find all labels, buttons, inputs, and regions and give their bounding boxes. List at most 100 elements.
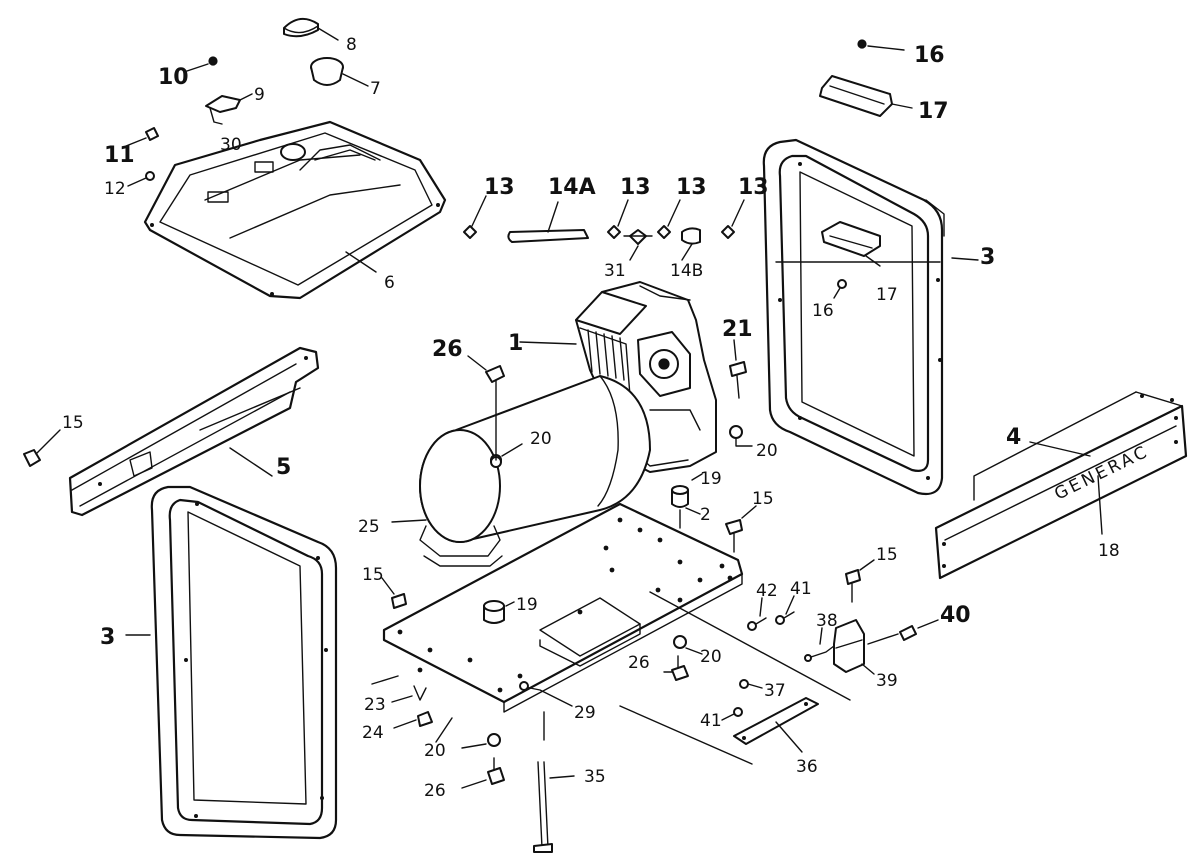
label-14b: 14B	[670, 261, 703, 281]
label-20-base: 20	[700, 647, 722, 667]
side-rail-5	[68, 346, 320, 517]
hose-14b	[681, 227, 701, 261]
bolt-26-top	[467, 355, 505, 461]
label-13-a: 13	[484, 175, 515, 200]
washer-20-bottom	[461, 733, 501, 749]
screw-15-left	[23, 429, 61, 467]
screw-15-right	[845, 559, 875, 603]
wire-38	[804, 627, 835, 662]
nut-41-b	[721, 707, 743, 721]
fuel-strainer-7	[310, 57, 369, 87]
screw-15-mid	[381, 577, 407, 609]
nut-10	[183, 56, 218, 73]
washer-20-engine	[729, 425, 753, 447]
bolt-26-base	[663, 655, 689, 681]
label-14a: 14A	[548, 175, 596, 200]
label-20-engine: 20	[756, 441, 778, 461]
clip-13-a	[463, 195, 487, 239]
clip-13-b	[607, 199, 629, 239]
label-18: 18	[1098, 541, 1120, 561]
label-38: 38	[816, 611, 838, 631]
label-20-gen: 20	[530, 429, 552, 449]
label-12: 12	[104, 179, 126, 199]
label-35: 35	[584, 767, 606, 787]
label-21: 21	[722, 317, 753, 342]
label-15-right: 15	[876, 545, 898, 565]
label-19-base: 19	[516, 595, 538, 615]
label-17-panel: 17	[876, 285, 898, 305]
label-29: 29	[574, 703, 596, 723]
bracket-9	[205, 93, 253, 125]
label-5: 5	[276, 455, 291, 480]
label-26-bottom: 26	[424, 781, 446, 801]
label-7: 7	[370, 79, 381, 99]
clip-13-c	[657, 199, 681, 239]
screw-15-center	[725, 505, 757, 553]
screw-16-panel	[833, 279, 847, 299]
clamp-23	[391, 685, 427, 703]
hose-14a	[507, 201, 589, 243]
engine-1	[519, 281, 717, 473]
label-15-mid: 15	[362, 565, 384, 585]
label-19-top: 19	[700, 469, 722, 489]
label-20-bottom: 20	[424, 741, 446, 761]
strap-36	[733, 697, 819, 753]
label-4: 4	[1006, 425, 1021, 450]
bolt-21	[729, 339, 747, 399]
label-11: 11	[104, 143, 135, 168]
frame-3-right	[762, 138, 945, 496]
screw-42	[747, 597, 767, 631]
label-41-b: 41	[700, 711, 722, 731]
washer-20-base	[673, 635, 703, 655]
screw-37	[739, 679, 763, 689]
bracket-39	[833, 619, 875, 675]
strap-29	[519, 681, 573, 707]
label-15-left: 15	[62, 413, 84, 433]
label-24: 24	[362, 723, 384, 743]
screw-11	[125, 127, 159, 147]
handle-17-panel	[821, 221, 881, 267]
cable-lines	[371, 591, 851, 765]
label-37: 37	[764, 681, 786, 701]
label-13-b: 13	[620, 175, 651, 200]
label-3-right: 3	[980, 245, 995, 270]
label-23: 23	[364, 695, 386, 715]
bolt-26-bottom	[461, 757, 505, 789]
label-39: 39	[876, 671, 898, 691]
base-plate-2	[382, 502, 744, 713]
label-13-c: 13	[676, 175, 707, 200]
part-labels: 8 7 10 9 11 12 30 6 13 14A 13 13 13 31 1…	[62, 35, 1120, 801]
alternator-25	[391, 375, 651, 567]
label-17-top: 17	[918, 99, 949, 124]
bolt-40	[867, 619, 939, 645]
leader-lines	[125, 251, 1103, 636]
label-42: 42	[756, 581, 778, 601]
screw-16-top	[857, 39, 905, 51]
label-6: 6	[384, 273, 395, 293]
label-36: 36	[796, 757, 818, 777]
label-16-panel: 16	[812, 301, 834, 321]
label-30: 30	[220, 135, 242, 155]
rubber-mount-19-base	[483, 600, 515, 624]
fitting-31	[623, 229, 653, 261]
label-31: 31	[604, 261, 626, 281]
label-26-top: 26	[432, 337, 463, 362]
bolt-35	[533, 711, 575, 853]
washer-12	[127, 171, 155, 187]
label-40: 40	[940, 603, 971, 628]
front-panel-4: GENERAC	[934, 391, 1188, 580]
label-15-center: 15	[752, 489, 774, 509]
label-9: 9	[254, 85, 265, 105]
label-16-top: 16	[914, 43, 945, 68]
label-1: 1	[508, 331, 523, 356]
handle-17-top	[819, 75, 913, 117]
nut-41-a	[775, 595, 795, 625]
label-41-a: 41	[790, 579, 812, 599]
fuel-cap-8	[283, 17, 339, 41]
label-10: 10	[158, 65, 189, 90]
nut-24	[393, 711, 433, 729]
label-2: 2	[700, 505, 711, 525]
clip-13-d	[721, 199, 745, 239]
label-8: 8	[346, 35, 357, 55]
